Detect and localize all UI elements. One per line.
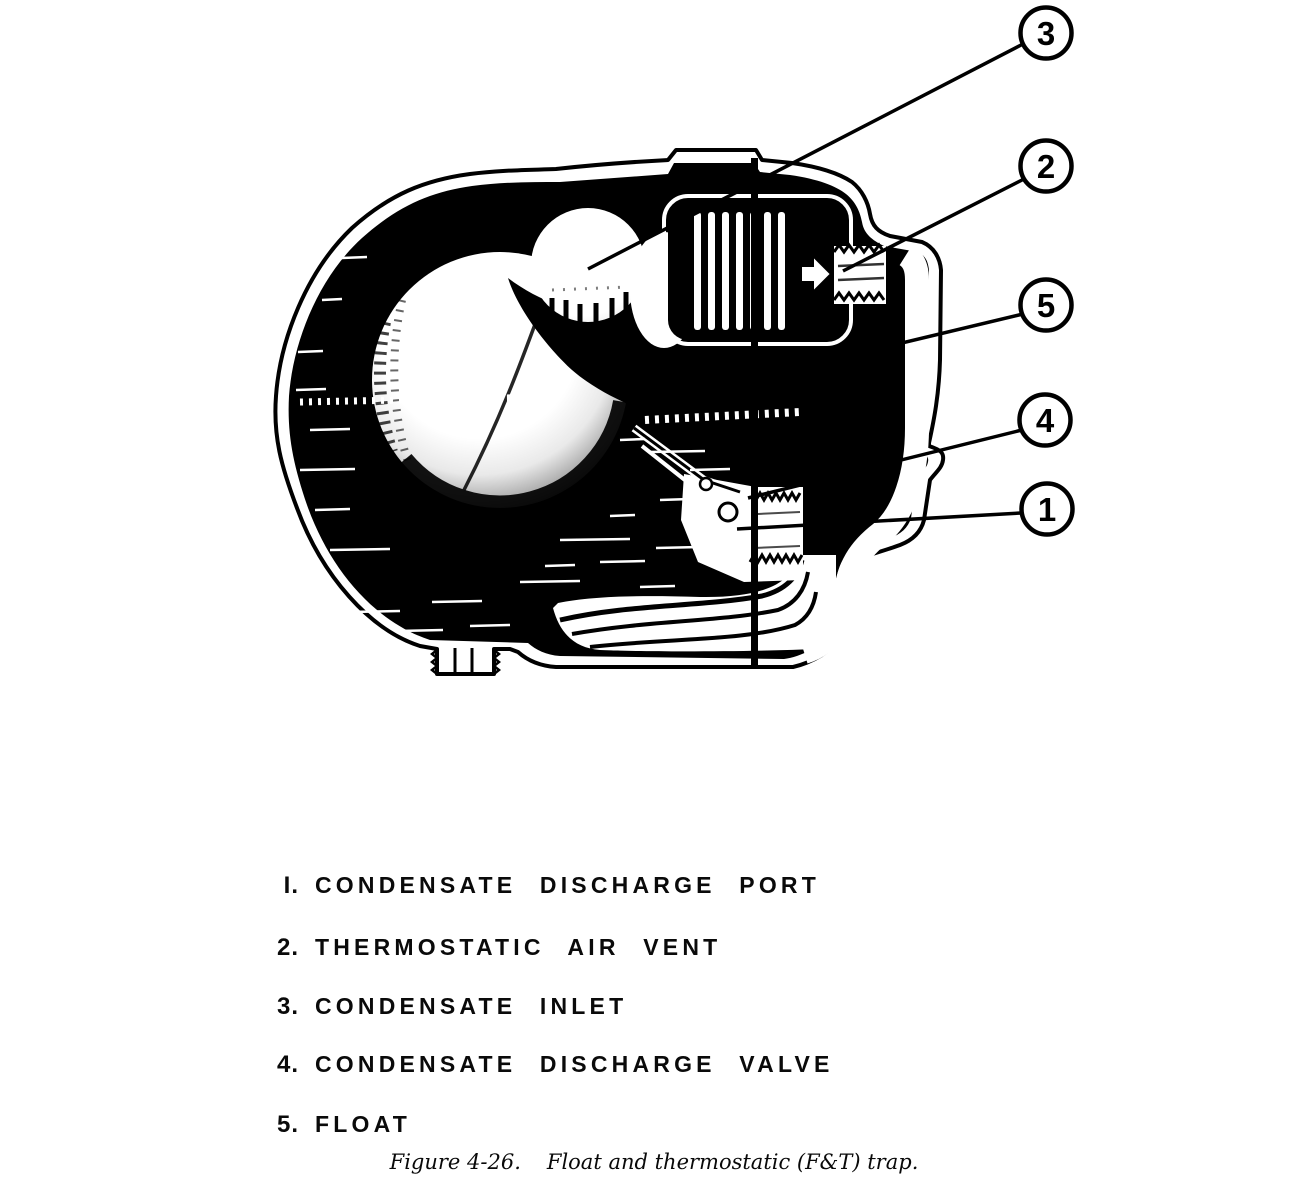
callout-2: 2 <box>1018 138 1074 194</box>
discharge-pipe-line <box>571 571 810 636</box>
legend-item-2: 2. THERMOSTATIC AIR VENT <box>263 934 721 962</box>
figure-caption-title: Float and thermostatic (F&T) trap. <box>546 1150 919 1174</box>
inlet-opening <box>531 208 645 322</box>
legend-item-label: CONDENSATE INLET <box>315 993 628 1019</box>
legend-item-number: I. <box>283 872 299 899</box>
condensate-inlet <box>531 208 645 330</box>
callout-circle <box>1017 392 1073 448</box>
lever-arm-edge <box>640 444 702 494</box>
figure-caption: Figure 4-26. Float and thermostatic (F&T)… <box>0 1150 1308 1174</box>
condensate-texture <box>295 255 801 633</box>
leader-line-1 <box>736 511 1022 531</box>
callout-5: 5 <box>1018 277 1074 333</box>
right-wall-passage <box>799 244 929 664</box>
body-parting-line <box>751 158 758 666</box>
legend-item-label: CONDENSATE DISCHARGE VALVE <box>315 1051 834 1077</box>
vent-stud-thread-bottom <box>832 290 886 303</box>
float-lever-arm <box>631 424 742 496</box>
drain-plug <box>429 648 502 675</box>
inlet-pour-marks <box>549 292 629 330</box>
discharge-pipe-line <box>589 591 818 649</box>
callout-3: 3 <box>1018 5 1074 61</box>
vent-stud-thread-top <box>832 242 886 255</box>
legend-item-4: 4. CONDENSATE DISCHARGE VALVE <box>263 1051 834 1079</box>
callout-number: 5 <box>1037 287 1055 324</box>
inlet-speckles <box>551 285 629 292</box>
callout-4: 4 <box>1017 392 1073 448</box>
callout-circle <box>1019 481 1075 537</box>
leader-line-3 <box>587 42 1024 271</box>
valve-shading-line <box>757 511 801 515</box>
plug-thread-right <box>491 649 502 675</box>
lever-pivot <box>698 476 714 492</box>
leader-line-4 <box>747 428 1023 500</box>
legend-item-number: 2. <box>276 934 299 961</box>
callout-circle <box>1018 5 1074 61</box>
legend-item-label: THERMOSTATIC AIR VENT <box>315 934 722 960</box>
float-rim-shadow <box>394 399 635 518</box>
legend-item-number: 4. <box>276 1051 299 1078</box>
legend-item-label: FLOAT <box>315 1111 411 1137</box>
valve-thread-upper <box>754 489 802 504</box>
trap-cross-section-figure: 3 2 5 4 1 <box>273 5 1075 676</box>
legend-item-label: CONDENSATE DISCHARGE PORT <box>315 872 820 898</box>
callout-number: 3 <box>1037 15 1055 52</box>
callout-number: 2 <box>1037 148 1055 185</box>
vent-stud-shading <box>837 276 885 282</box>
figure-caption-label: Figure 4-26. <box>389 1150 521 1174</box>
vent-flow-arrow <box>800 253 833 295</box>
callout-circle <box>1018 138 1074 194</box>
valve-thread-lower <box>748 551 804 566</box>
legend-item-number: 3. <box>276 993 299 1020</box>
valve-shading-line <box>753 545 801 549</box>
leader-lines <box>587 42 1025 531</box>
valve-ball <box>717 501 739 523</box>
callout-number: 4 <box>1036 402 1055 439</box>
vent-stud-shading <box>837 262 885 268</box>
callout-circle <box>1018 277 1074 333</box>
callout-number: 1 <box>1038 491 1056 528</box>
legend-item-number: 5. <box>276 1111 299 1138</box>
plug-thread-left <box>429 649 440 675</box>
callout-1: 1 <box>1019 481 1075 537</box>
leader-line-2 <box>842 177 1025 273</box>
internal-partition <box>804 320 904 527</box>
legend-item-1: I. CONDENSATE DISCHARGE PORT <box>263 872 820 900</box>
legend-item-3: 3. CONDENSATE INLET <box>263 993 627 1021</box>
float-seam-line <box>462 307 543 491</box>
leader-line-5 <box>855 312 1024 356</box>
legend-item-5: 5. FLOAT <box>263 1111 411 1139</box>
